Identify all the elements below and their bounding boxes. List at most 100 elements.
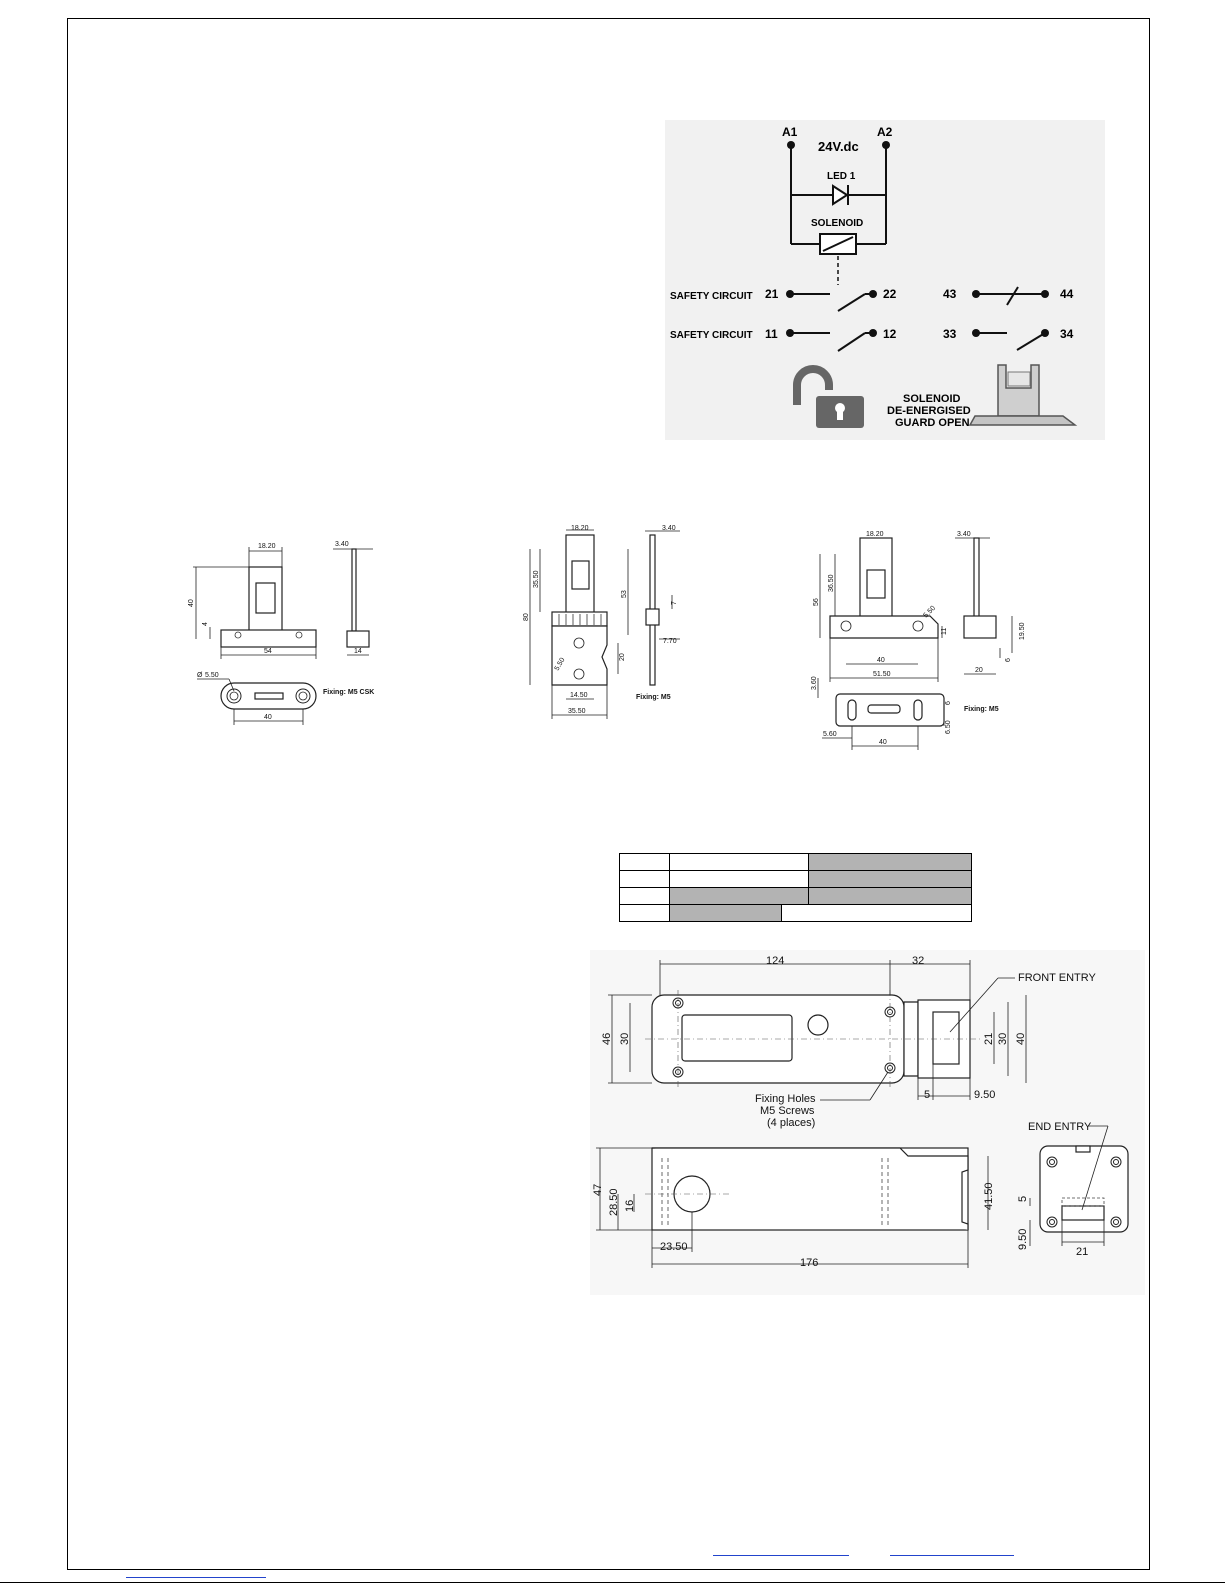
body-dim-176: 176 xyxy=(800,1257,818,1269)
a2-fixing-note: Fixing: M5 xyxy=(636,694,671,701)
actuator-2-fins xyxy=(551,611,608,627)
a3-dim-side-small: 6 xyxy=(1005,658,1012,662)
a3-dim-total: 56 xyxy=(813,598,820,606)
a3-dim-base-h: 11 xyxy=(941,628,948,635)
padlock-open-icon xyxy=(793,365,864,428)
contact-43: 43 xyxy=(943,287,957,301)
actuator-1-drawing: 18.20 40 4 54 3.40 14 5.50 Ø 40 Fixing: … xyxy=(188,541,374,725)
a3-dim-side-w: 20 xyxy=(975,667,983,674)
body-dim-46: 46 xyxy=(601,1033,613,1045)
page-frame xyxy=(67,18,1150,1570)
a1-dim-thickness: 3.40 xyxy=(335,541,349,548)
supply-label: 24V.dc xyxy=(818,139,859,154)
contact-21: 21 xyxy=(765,287,779,301)
fixing-holes-line-1: Fixing Holes xyxy=(755,1093,816,1105)
terminal-a1: A1 xyxy=(782,125,798,139)
switch-body-drawing: 124 32 46 30 21 30 40 5 9.50 FRONT ENTRY… xyxy=(590,950,1145,1295)
table-row xyxy=(619,887,972,905)
a2-dim-total: 80 xyxy=(523,613,530,621)
spec-table xyxy=(619,853,972,922)
body-dim-47: 47 xyxy=(592,1184,604,1196)
front-entry-label: FRONT ENTRY xyxy=(1018,972,1096,984)
a1-dim-base: 4 xyxy=(202,622,209,626)
body-dim-21: 21 xyxy=(983,1033,995,1045)
a3-dim-plan-b: 6.50 xyxy=(945,720,952,734)
body-dim-16: 16 xyxy=(624,1200,636,1212)
footer-link-3[interactable] xyxy=(126,1577,266,1578)
body-dim-30-right: 30 xyxy=(997,1033,1009,1045)
a3-dim-plan-a: 6 xyxy=(945,701,952,705)
state-line-1: SOLENOID xyxy=(903,393,961,405)
a3-dim-tongue: 36.50 xyxy=(828,574,835,592)
actuator-2-plate xyxy=(551,625,608,686)
contact-11: 11 xyxy=(765,327,778,341)
a3-dim-plan-pitch: 40 xyxy=(879,739,887,746)
actuator-2-drawing: 18.20 35.50 53 80 20 5.50 14.50 35.50 3.… xyxy=(523,525,680,719)
table-row xyxy=(619,853,972,871)
table-row xyxy=(619,904,972,922)
a3-dim-side-h: 19.50 xyxy=(1019,622,1026,640)
state-line-2: DE-ENERGISED xyxy=(887,405,971,417)
actuator-3-drawing: 18.20 36.50 56 5.50 11 40 51.50 3.40 19.… xyxy=(811,531,1026,750)
body-dim-40: 40 xyxy=(1015,1033,1027,1045)
led-diode-icon xyxy=(832,184,849,206)
contact-34: 34 xyxy=(1060,327,1074,341)
body-dim-28-50: 28.50 xyxy=(608,1188,620,1216)
a3-dim-length: 51.50 xyxy=(873,671,891,678)
table-row xyxy=(619,870,972,888)
a1-dim-length: 54 xyxy=(264,648,272,655)
a1-dim-width: 18.20 xyxy=(258,543,276,550)
a3-dim-width: 18.20 xyxy=(866,531,884,538)
end-dim-21: 21 xyxy=(1076,1246,1088,1258)
footer-link-2[interactable] xyxy=(890,1555,1014,1556)
footer-rule xyxy=(0,1582,1225,1583)
solenoid-label: SOLENOID xyxy=(811,218,863,229)
body-dim-124: 124 xyxy=(766,955,784,967)
a3-dim-thickness: 3.40 xyxy=(957,531,971,538)
body-dim-30-left: 30 xyxy=(619,1033,631,1045)
body-dim-9-50: 9.50 xyxy=(974,1089,995,1101)
contact-33: 33 xyxy=(943,327,957,341)
contact-22: 22 xyxy=(883,287,897,301)
body-dim-23-50: 23.50 xyxy=(660,1241,688,1253)
fixing-holes-line-2: M5 Screws xyxy=(760,1105,815,1117)
footer-link-1[interactable] xyxy=(713,1555,849,1556)
wiring-diagram: A1 A2 24V.dc LED 1 SOLENOID SAFETY CIRCU… xyxy=(665,120,1105,440)
actuator-tongue-icon xyxy=(968,364,1078,426)
end-entry-label: END ENTRY xyxy=(1028,1121,1092,1133)
a1-dim-side: 14 xyxy=(354,648,362,655)
a1-dim-hole: 5.50 xyxy=(205,672,219,679)
a2-dim-mid: 53 xyxy=(621,590,628,598)
safety-circuit-label-1: SAFETY CIRCUIT xyxy=(670,291,753,302)
contact-44: 44 xyxy=(1060,287,1074,301)
a3-fixing-note: Fixing: M5 xyxy=(964,706,999,713)
a2-dim-width: 18.20 xyxy=(571,525,589,532)
body-dim-32: 32 xyxy=(912,955,924,967)
actuator-3-base xyxy=(829,615,939,639)
a1-dim-pitch: 40 xyxy=(264,714,272,721)
a2-dim-fin: 7 xyxy=(671,601,678,605)
a3-dim-plan-offset: 3.60 xyxy=(811,676,818,690)
a1-fixing-note: Fixing: M5 CSK xyxy=(323,689,374,696)
end-dim-5: 5 xyxy=(1017,1196,1029,1202)
terminal-a2: A2 xyxy=(877,125,893,139)
safety-circuit-label-2: SAFETY CIRCUIT xyxy=(670,330,753,341)
actuator-1-base xyxy=(220,629,317,648)
body-dim-5: 5 xyxy=(924,1089,930,1101)
a2-dim-pitch: 20 xyxy=(619,653,626,661)
a2-dim-base: 35.50 xyxy=(568,708,586,715)
end-dim-9-50: 9.50 xyxy=(1017,1229,1029,1250)
a3-dim-plan-c: 5.60 xyxy=(823,731,837,738)
a3-dim-pitch: 40 xyxy=(877,657,885,664)
a2-dim-neck: 14.50 xyxy=(570,692,588,699)
fixing-holes-line-3: (4 places) xyxy=(767,1117,815,1129)
contact-12: 12 xyxy=(883,327,897,341)
state-line-3: GUARD OPEN xyxy=(895,417,970,429)
a1-diameter-symbol: Ø xyxy=(197,672,203,679)
led-label: LED 1 xyxy=(827,171,856,182)
a2-dim-tongue: 35.50 xyxy=(533,570,540,588)
a2-dim-thickness: 3.40 xyxy=(662,525,676,532)
a1-dim-height: 40 xyxy=(188,599,195,607)
a2-dim-offset: 7.70 xyxy=(663,638,677,645)
body-dim-41-50: 41.50 xyxy=(983,1182,995,1210)
